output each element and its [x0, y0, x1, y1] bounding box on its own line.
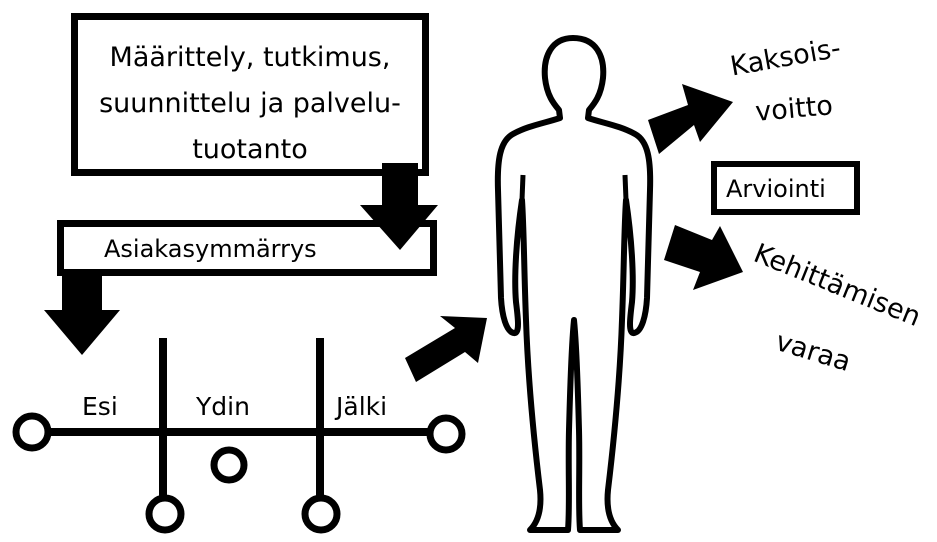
evaluation-box: Arviointi: [711, 161, 860, 215]
timeline-label-post: Jälki: [336, 392, 387, 421]
evaluation-label: Arviointi: [726, 175, 826, 203]
timeline-label-pre: Esi: [82, 392, 118, 421]
timeline-label-core: Ydin: [196, 392, 250, 421]
arrow-down-right: [360, 163, 438, 250]
